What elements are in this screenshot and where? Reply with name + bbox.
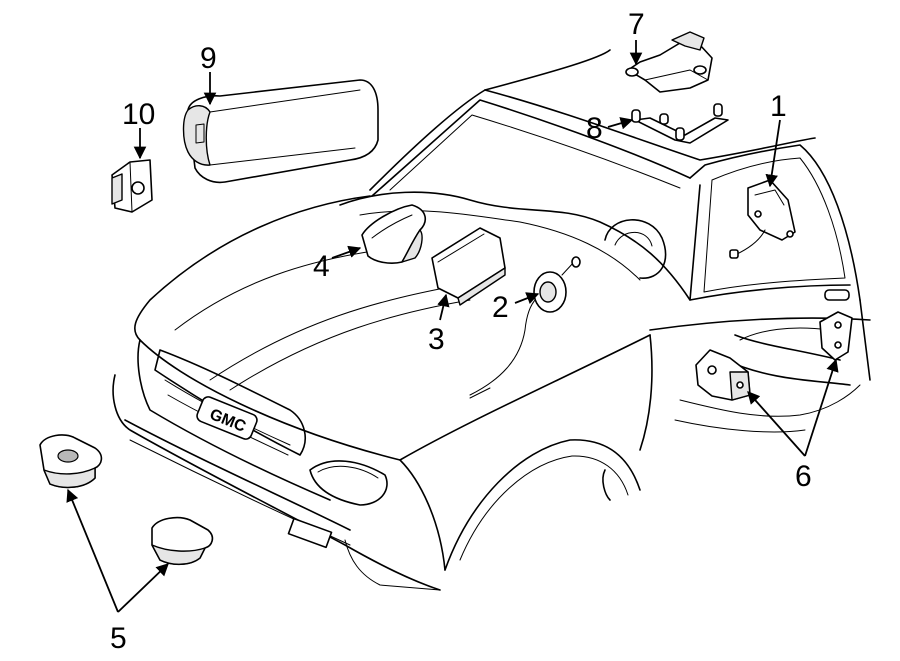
callout-10: 10 (122, 98, 155, 131)
airbag-connector-bracket (111, 159, 153, 213)
callout-4: 4 (313, 250, 330, 283)
callout-2: 2 (492, 291, 509, 324)
grille-badge: GMC (196, 396, 258, 440)
callout-3: 3 (428, 323, 445, 356)
callout-9: 9 (200, 42, 217, 75)
callout-7: 7 (628, 8, 645, 41)
side-impact-sensor (729, 179, 796, 259)
clock-spring (533, 256, 581, 313)
callout-6: 6 (795, 460, 812, 493)
passenger-airbag-module (182, 79, 379, 184)
callout-arrows (66, 40, 839, 613)
inflator-module (431, 227, 506, 306)
callout-5: 5 (110, 622, 127, 655)
knee-bolster-bracket (361, 204, 427, 264)
callout-1: 1 (770, 90, 787, 123)
frontal-sensor-bracket-right (819, 311, 853, 361)
front-impact-sensor-upper (39, 434, 103, 489)
sensing-diagnostic-module (625, 31, 713, 93)
callout-8: 8 (586, 112, 603, 145)
frontal-sensor-bracket-left (695, 349, 751, 401)
door-handle-icon (824, 289, 850, 301)
front-impact-sensor-lower (151, 516, 214, 566)
vehicle-body: GMC (112, 49, 871, 591)
module-mounting-bracket (631, 103, 729, 144)
